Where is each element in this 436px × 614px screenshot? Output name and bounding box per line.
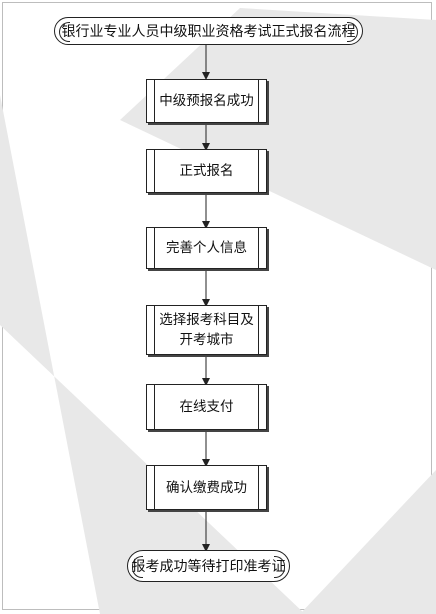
step-label: 正式报名: [179, 163, 234, 179]
step-online-payment: 在线支付: [146, 384, 267, 430]
flowchart-title: 银行业专业人员中级职业资格考试正式报名流程: [54, 17, 363, 45]
step-formal-registration: 正式报名: [146, 149, 267, 193]
step-confirm-payment: 确认缴费成功: [146, 465, 267, 510]
step-label: 中级预报名成功: [159, 93, 254, 109]
step-label: 选择报考科目及开考城市: [159, 312, 254, 348]
step-select-subjects: 选择报考科目及开考城市: [146, 305, 267, 355]
step-pre-registration: 中级预报名成功: [146, 79, 267, 123]
step-label: 在线支付: [179, 399, 234, 415]
step-complete-info: 完善个人信息: [146, 227, 267, 269]
step-label: 完善个人信息: [166, 240, 247, 256]
background-shape-left: [0, 95, 305, 614]
flowchart-title-text: 银行业专业人员中级职业资格考试正式报名流程: [61, 24, 356, 40]
background-shape-bottom-right: [300, 470, 436, 614]
background-shape-right: [120, 8, 436, 270]
flowchart-end: 报考成功等待打印准考证: [127, 550, 290, 582]
step-label: 确认缴费成功: [166, 479, 247, 496]
flowchart-end-text: 报考成功等待打印准考证: [131, 559, 286, 575]
